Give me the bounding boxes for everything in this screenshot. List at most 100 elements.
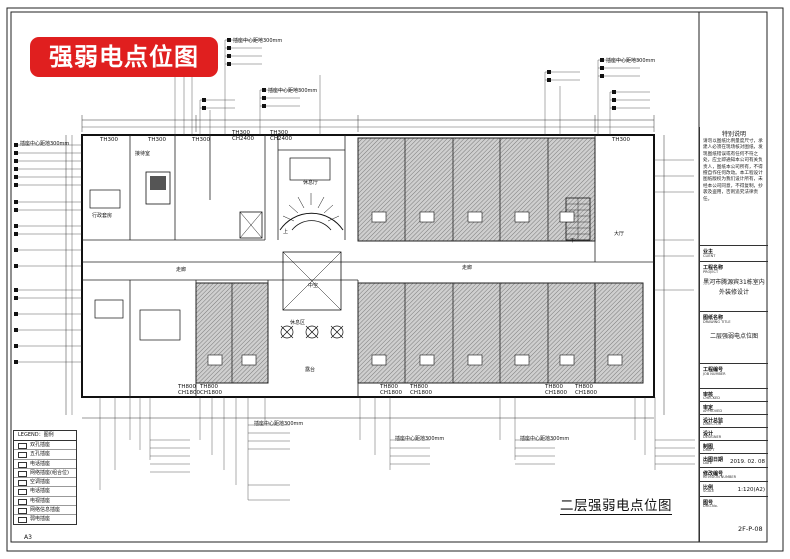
height-label: TH300	[232, 130, 250, 136]
inner-frame	[10, 11, 768, 543]
bed-pillow	[150, 176, 166, 190]
draft-row: 制图 DRAFT	[700, 440, 768, 453]
callout-text: 插座中心距地300mm	[395, 436, 445, 442]
height-label: TH300	[100, 137, 118, 143]
height-label: CH1800	[380, 390, 402, 396]
callout-text: 插座中心距地300mm	[254, 421, 304, 427]
job-number-row: 工程编号 JOB NUMBER	[700, 363, 768, 388]
bathroom-fixtures	[207, 211, 623, 366]
approved-row: 审定 APPROVED	[700, 401, 768, 414]
date-value: 2019. 02. 08	[730, 459, 765, 465]
outlet-symbol-icon	[18, 489, 27, 496]
callout-leaders-left	[18, 144, 82, 363]
callout-text: 插座中心距地300mm	[233, 38, 283, 44]
height-label: CH1800	[178, 390, 200, 396]
height-label: TH800	[575, 384, 593, 390]
height-label: TH800	[380, 384, 398, 390]
room-label-balcony: 露台	[305, 367, 316, 373]
drawing-number-row: 图号 DRG.No.	[700, 496, 768, 542]
client-row: 业主 CLIENT	[700, 245, 768, 261]
spiral-stair-treads	[282, 193, 340, 222]
callout-leaders-top	[174, 39, 650, 135]
callout-text: 插座中心距地300mm	[606, 58, 656, 64]
scale-row: 比例 SCALE 1:120(A2)	[700, 481, 768, 496]
outlet-symbol-icon	[18, 452, 27, 459]
checked-row: 审核 CHECKED	[700, 388, 768, 401]
callout-text: 插座中心距地300mm	[520, 436, 570, 442]
outlet-markers	[14, 38, 616, 364]
legend-item: 网络信息插座	[14, 506, 76, 516]
legend: LEGEND：图例 双孔插座 五孔插座 电话插座 网络插座(组合位) 空调插座 …	[13, 430, 77, 525]
stair-down-label: 下	[570, 238, 576, 244]
room-label-elevator-hall: 大厅	[614, 231, 625, 237]
callout-text: 插座中心距地300mm	[20, 141, 70, 147]
notes-title: 特别说明	[721, 131, 746, 138]
spiral-stair-outer	[279, 212, 344, 231]
dimension-ticks	[81, 115, 655, 132]
drawing-title: 二层强弱电点位图	[709, 333, 758, 340]
guest-rooms-north	[357, 137, 596, 242]
callout-leaders-right	[654, 159, 694, 291]
scale-value: 1:120(A2)	[737, 487, 765, 493]
desk	[94, 299, 124, 319]
drawing-code: 2F-P-08	[738, 525, 763, 533]
room-label-hall: 休息厅	[303, 180, 319, 186]
height-label: CH1800	[545, 390, 567, 396]
legend-item: 双孔插座	[14, 441, 76, 451]
outlet-symbol-icon	[18, 517, 27, 524]
height-label: CH1800	[410, 390, 432, 396]
height-label: TH300	[270, 130, 288, 136]
room-label-corridor: 走廊	[176, 267, 187, 273]
drawing-title-row: 图纸名称 DRAWING TITLE 二层强弱电点位图	[700, 311, 768, 363]
room-label-reception: 接待室	[135, 151, 151, 157]
elevator	[239, 211, 263, 239]
outer-frame	[6, 7, 784, 552]
height-label: TH300	[192, 137, 210, 143]
legend-item: 五孔插座	[14, 450, 76, 460]
height-label: CH1800	[200, 390, 222, 396]
plan-title-underline	[560, 514, 672, 515]
stair-up-label: 上	[283, 229, 289, 235]
elevator-x2	[239, 211, 263, 239]
legend-title: LEGEND：图例	[14, 431, 76, 441]
revision-row: 修改编号 REVISION NUMBER	[700, 467, 768, 481]
legend-item: 网络插座(组合位)	[14, 469, 76, 479]
height-label: TH300	[612, 137, 630, 143]
outlet-symbol-icon	[18, 443, 27, 449]
legend-item: 空调插座	[14, 478, 76, 488]
height-label: TH800	[178, 384, 196, 390]
height-label: TH800	[200, 384, 218, 390]
meeting-table	[139, 309, 181, 341]
notes-body: 请勿以图纸比例量度尺寸，承建人必须在现场核对图纸，发现图纸错误或有任何不符之处，…	[703, 139, 763, 202]
page-title-badge: 强弱电点位图	[30, 37, 218, 77]
legend-item: 电视插座	[14, 497, 76, 507]
outlet-symbol-icon	[18, 461, 27, 468]
legend-item: 电话插座	[14, 460, 76, 469]
notes-section: 特别说明 请勿以图纸比例量度尺寸，承建人必须在现场核对图纸，发现图纸错误或有任何…	[700, 127, 768, 245]
sofa	[89, 189, 121, 209]
hall-sofa-group	[289, 157, 331, 181]
callout-leaders-bottom	[99, 397, 695, 501]
legend-item: 弱电插座	[14, 515, 76, 524]
plan-title: 二层强弱电点位图	[560, 498, 672, 514]
height-label: CH2400	[270, 136, 292, 142]
date-row: 出图日期 DATE 2019. 02. 08	[700, 453, 768, 467]
outlet-symbol-icon	[18, 470, 27, 477]
height-label: CH2400	[232, 136, 254, 142]
title-block: 特别说明 请勿以图纸比例量度尺寸，承建人必须在现场核对图纸，发现图纸错误或有任何…	[699, 127, 768, 542]
lounge-seating	[280, 325, 344, 339]
outlet-symbol-icon	[18, 498, 27, 505]
spiral-stair-inner	[291, 220, 332, 231]
designer-row: 设计 DESIGNER	[700, 427, 768, 440]
project-name: 黑河市腾源宾31栋室内外装修设计	[703, 279, 765, 296]
height-label: CH1800	[575, 390, 597, 396]
sheet-size-mark: A3	[24, 534, 32, 541]
room-label-atrium: 中空	[308, 283, 319, 289]
room-label-lounge: 休息区	[290, 320, 306, 326]
atrium-cross-2	[282, 251, 342, 311]
room-label-admin-suite: 行政套房	[92, 213, 113, 219]
room-partitions	[82, 135, 654, 397]
room-label-corridor-east: 走廊	[462, 265, 473, 271]
